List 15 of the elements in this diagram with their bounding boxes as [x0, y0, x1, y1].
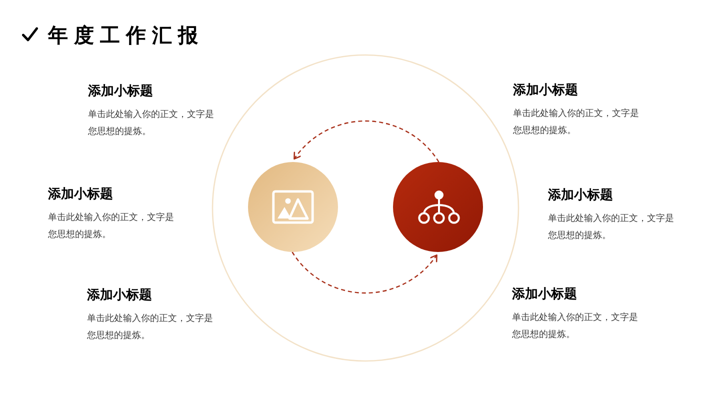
subheading: 添加小标题	[513, 83, 578, 99]
body-text: 单击此处输入你的正文，文字是您思想的提炼。	[88, 108, 215, 138]
subheading: 添加小标题	[512, 287, 577, 303]
subheading: 添加小标题	[548, 188, 613, 204]
subheading: 添加小标题	[87, 288, 152, 304]
body-text: 单击此处输入你的正文，文字是您思想的提炼。	[48, 212, 175, 242]
body-text: 单击此处输入你的正文，文字是您思想的提炼。	[87, 312, 214, 342]
body-text: 单击此处输入你的正文，文字是您思想的提炼。	[513, 108, 640, 138]
curved-arrow	[294, 120, 440, 162]
title: 年度工作汇报	[48, 23, 204, 47]
body-text: 单击此处输入你的正文，文字是您思想的提炼。	[548, 212, 675, 242]
subheading: 添加小标题	[48, 187, 113, 203]
subheading: 添加小标题	[88, 84, 153, 100]
body-text: 单击此处输入你的正文，文字是您思想的提炼。	[512, 312, 639, 342]
curved-arrow	[292, 252, 438, 294]
